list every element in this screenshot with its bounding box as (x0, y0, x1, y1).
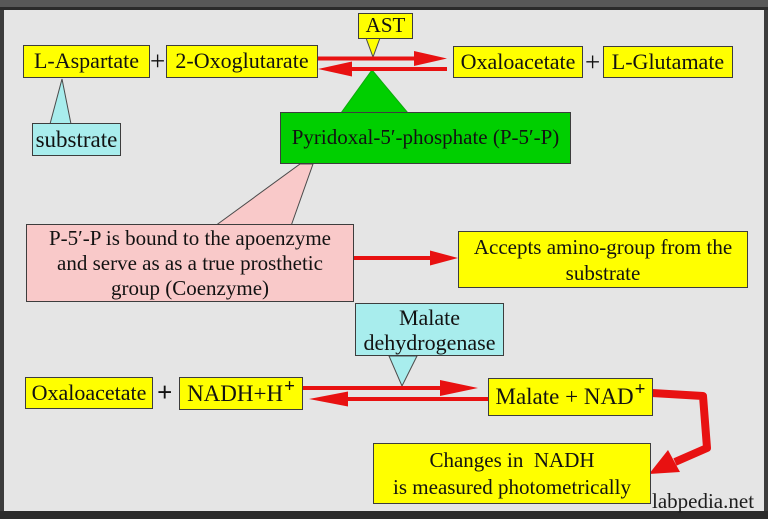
measurement-elbow-arrow-head (649, 450, 680, 474)
arrow-reverse-bottom-head (309, 391, 348, 407)
accepts-arrow (353, 250, 458, 266)
substrate-callout-label: substrate (35, 126, 118, 152)
measurement-line: is measured photometrically (393, 474, 631, 499)
oxaloacetate-top-label: Oxaloacetate (460, 48, 576, 74)
oxaloacetate-bottom-box: Oxaloacetate (25, 377, 153, 409)
malate-nad-base: Malate + NAD (495, 384, 634, 410)
l-glutamate-label: L-Glutamate (611, 48, 725, 74)
plus-sign-bottom: + (157, 377, 173, 407)
arrow-forward-top-head (414, 51, 447, 66)
coenzyme-callout-pointer (340, 69, 410, 114)
accepts-amino-group-box: Accepts amino-group from the substrate (458, 231, 748, 288)
oxoglutarate-box: 2-Oxoglutarate (166, 45, 318, 78)
frame-right-edge (764, 10, 768, 511)
l-glutamate-box: L-Glutamate (603, 46, 733, 78)
coenzyme-note-box: P-5′-P is bound to the apoenzyme and ser… (26, 224, 354, 302)
coenzyme-note-line: group (Coenzyme) (110, 275, 270, 300)
watermark-text: labpedia.net (652, 489, 755, 513)
accepts-arrow-head (430, 250, 458, 266)
malate-nad-label: Malate + NAD+ (495, 379, 646, 410)
measurement-box: Changes in NADH is measured photometrica… (373, 443, 651, 504)
arrow-forward-bottom-head (440, 380, 478, 396)
arrow-reverse-top-shaft (351, 67, 447, 71)
nad-superscript-plus: + (634, 379, 646, 401)
frame-bottom-band (0, 511, 768, 519)
oxaloacetate-bottom-label: Oxaloacetate (31, 379, 147, 405)
arrow-reverse-bottom-shaft (347, 397, 488, 401)
malate-dehydrogenase-box: Malate dehydrogenase (355, 303, 504, 356)
plus-sign-top-right: + (585, 47, 601, 77)
bottom-reaction-arrows (303, 380, 488, 407)
plus-sign-top-left: + (150, 46, 166, 76)
substrate-callout-box: substrate (32, 123, 121, 156)
ast-enzyme-box: AST (358, 13, 413, 39)
coenzyme-note-line: P-5′-P is bound to the apoenzyme (48, 225, 332, 250)
frame-top-strip (0, 0, 768, 7)
l-aspartate-box: L-Aspartate (23, 45, 150, 78)
ast-callout-pointer (365, 37, 381, 59)
accepts-line: Accepts amino-group from the (473, 234, 733, 259)
ast-enzyme-label: AST (365, 13, 406, 38)
coenzyme-note-callout-pointer (213, 163, 314, 227)
frame-top-line (0, 7, 768, 10)
accepts-arrow-shaft (353, 256, 433, 260)
arrow-reverse-top-head (318, 61, 352, 77)
measurement-elbow-arrow-shaft (651, 389, 711, 466)
nadh-base: NADH+H (187, 380, 284, 406)
nadh-superscript-plus: + (284, 375, 295, 397)
measurement-line: Changes in NADH (429, 447, 595, 472)
substrate-callout-pointer (49, 78, 72, 125)
mdh-line: dehydrogenase (363, 329, 496, 355)
mdh-line: Malate (398, 304, 461, 330)
malate-nad-box: Malate + NAD+ (488, 378, 653, 416)
oxaloacetate-top-box: Oxaloacetate (453, 46, 583, 78)
coenzyme-box: Pyridoxal-5′-phosphate (P-5′-P) (280, 112, 571, 164)
arrow-forward-bottom-shaft (303, 386, 443, 390)
coenzyme-label: Pyridoxal-5′-phosphate (P-5′-P) (291, 125, 560, 150)
arrow-forward-top-shaft (318, 56, 416, 61)
mdh-callout-pointer (388, 355, 418, 388)
coenzyme-note-line: and serve as as a true prosthetic (57, 250, 323, 275)
oxoglutarate-label: 2-Oxoglutarate (175, 48, 309, 74)
top-reaction-arrows (318, 51, 447, 77)
accepts-line: substrate (565, 260, 641, 285)
nadh-label: NADH+H+ (187, 376, 295, 407)
frame-left-edge (0, 10, 4, 511)
l-aspartate-label: L-Aspartate (33, 48, 140, 74)
nadh-box: NADH+H+ (179, 376, 303, 410)
